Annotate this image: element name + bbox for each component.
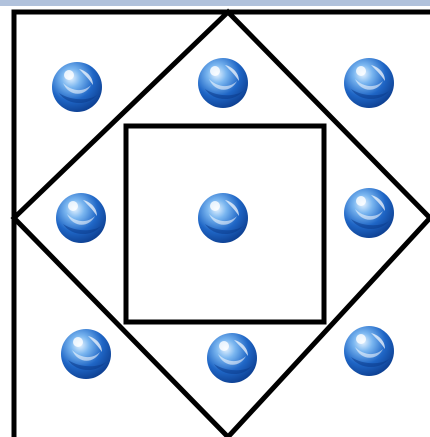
blue-marble-icon (61, 329, 111, 379)
blue-marble-icon (52, 62, 102, 112)
blue-marble-icon (207, 333, 257, 383)
blue-marble-icon (344, 326, 394, 376)
blue-marble-icon (344, 58, 394, 108)
blue-marble-icon (198, 58, 248, 108)
blue-marble-icon (198, 193, 248, 243)
blue-marble-icon (56, 193, 106, 243)
blue-marble-icon (344, 188, 394, 238)
top-border-accent (0, 0, 430, 6)
